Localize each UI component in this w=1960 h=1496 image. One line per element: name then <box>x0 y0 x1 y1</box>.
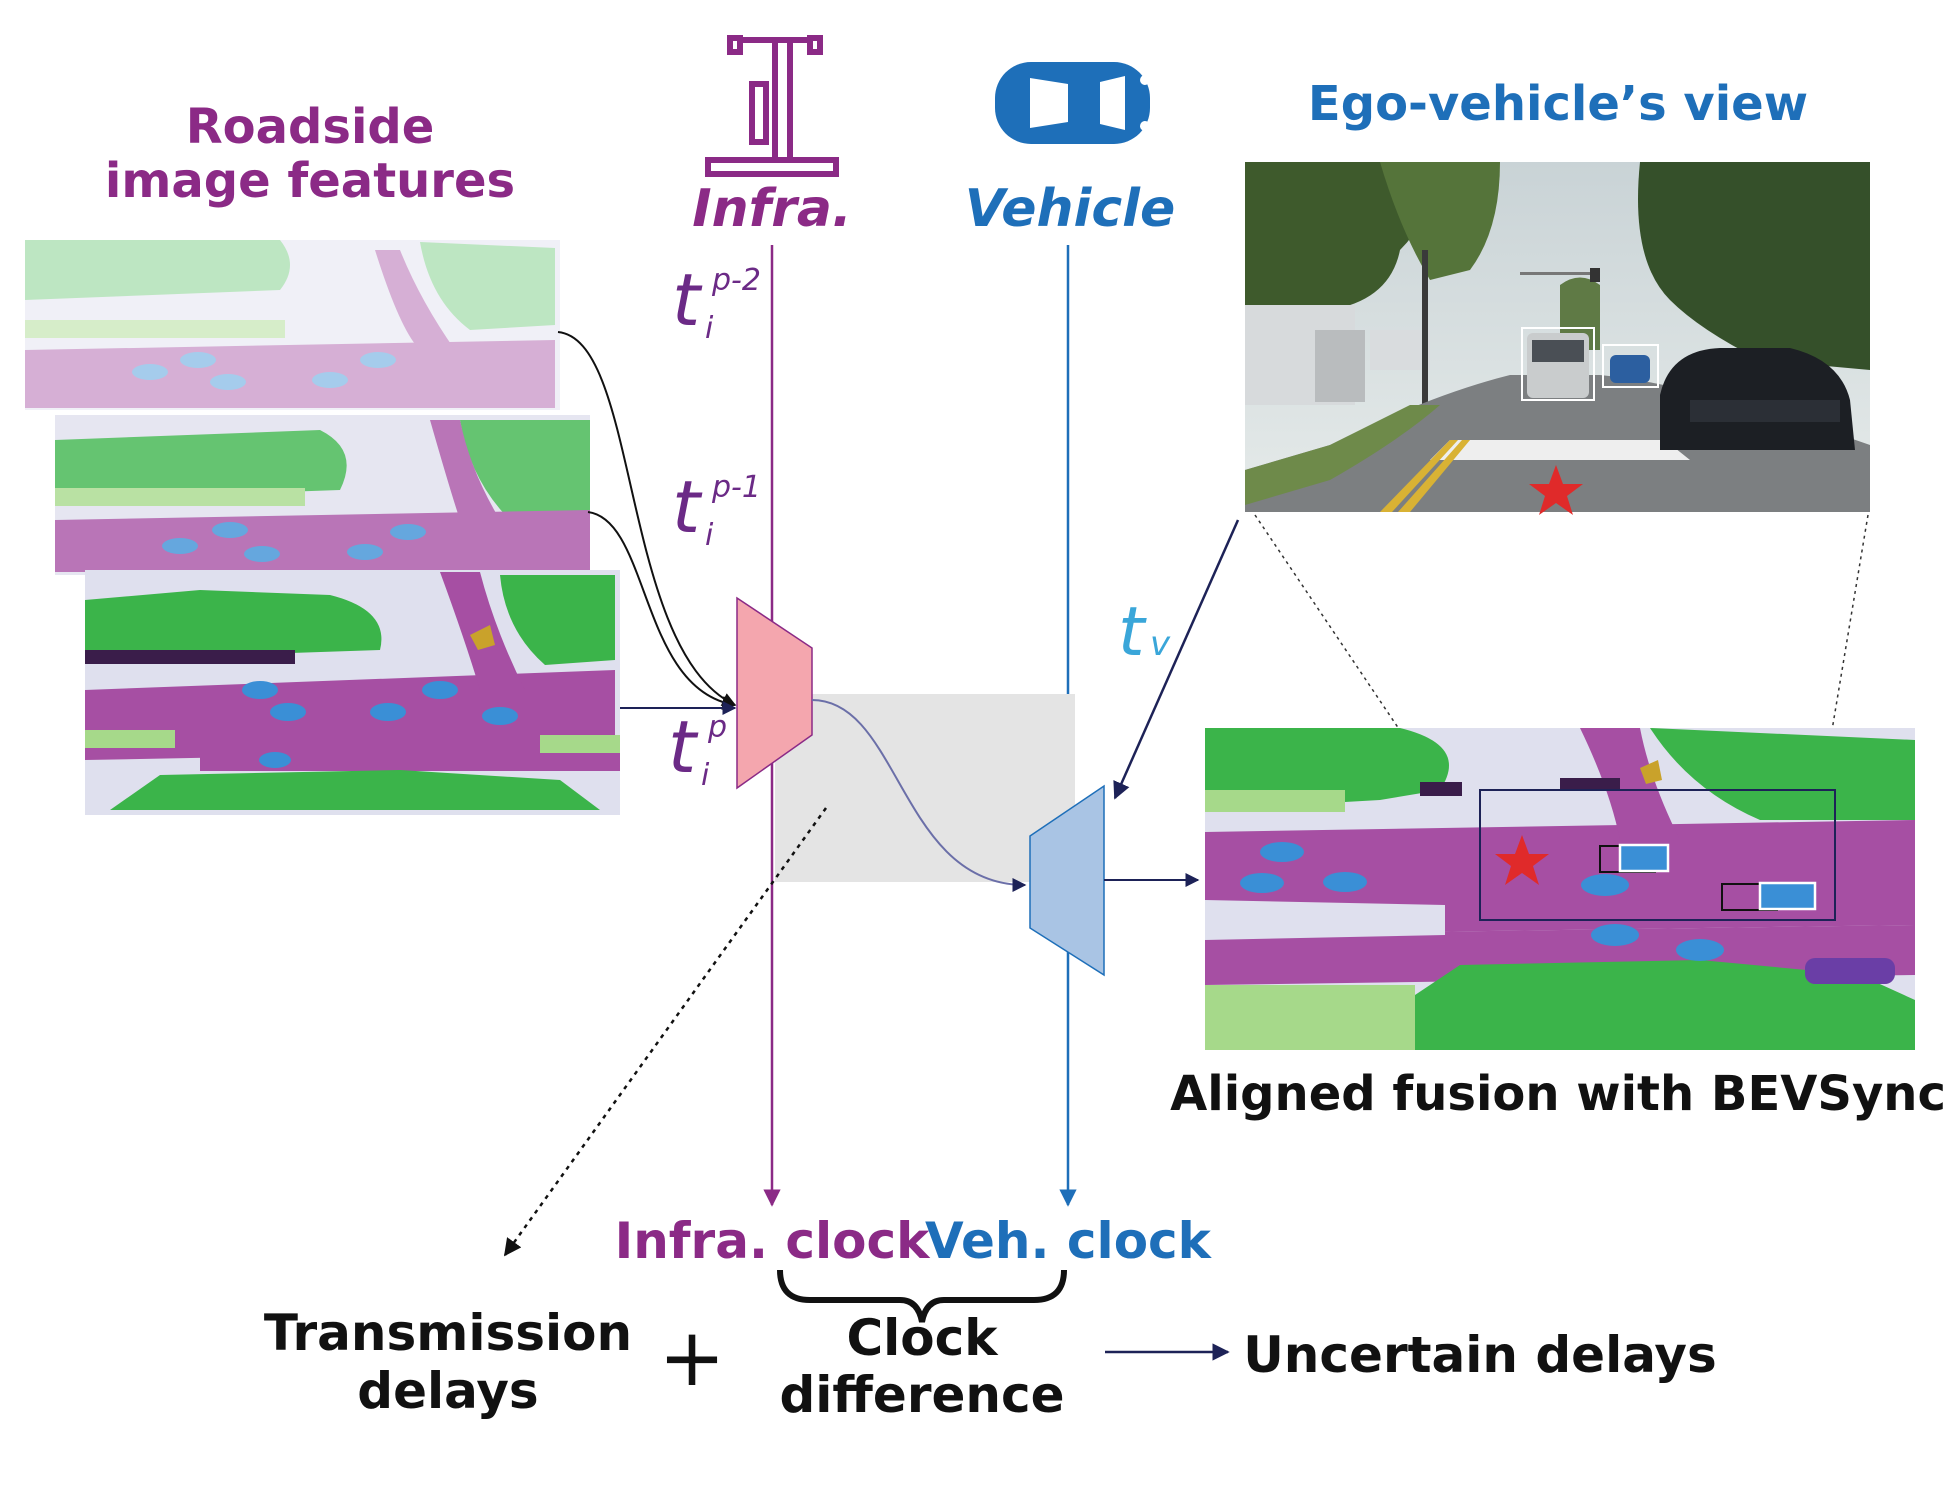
vehicle-label: Vehicle <box>965 179 1176 239</box>
timestamp-tv: t v <box>1118 593 1171 672</box>
transmission-delays-line2: delays <box>357 1362 538 1420</box>
svg-text:p-2: p-2 <box>711 263 761 298</box>
clock-difference-line2: difference <box>779 1366 1064 1424</box>
plus-sign: + <box>658 1311 725 1404</box>
uncertain-delays-label: Uncertain delays <box>1243 1326 1717 1384</box>
svg-text:i: i <box>705 518 714 553</box>
timestamp-p-2: t i p-2 <box>672 258 761 346</box>
fused-bev-map <box>1205 728 1915 1050</box>
timestamp-p-1: t i p-1 <box>672 465 761 553</box>
arrow-tv-to-fusion <box>1113 519 1240 800</box>
feature-transmission-curve <box>811 699 1027 892</box>
dotted-delay-pointer <box>503 807 828 1257</box>
svg-text:t: t <box>668 705 699 789</box>
delay-region <box>775 694 1075 882</box>
svg-text:t: t <box>672 465 703 549</box>
timestamp-p: t i p <box>668 705 727 793</box>
svg-text:t: t <box>1118 593 1147 672</box>
arrow-p-1-to-encoder <box>587 511 737 710</box>
clock-difference-line1: Clock <box>846 1309 999 1367</box>
roadside-unit-icon <box>705 35 839 177</box>
svg-text:v: v <box>1150 624 1171 664</box>
roadside-feature-map-front <box>85 570 620 815</box>
fused-reference-star-icon <box>1495 835 1549 885</box>
infra-encoder <box>736 596 813 790</box>
svg-text:p-1: p-1 <box>711 470 761 505</box>
roadside-feature-map-middle <box>55 415 590 575</box>
svg-text:t: t <box>672 258 703 342</box>
ego-reference-star-icon <box>1529 465 1583 515</box>
ego-camera-image <box>1245 162 1870 515</box>
car-top-view-icon <box>995 62 1150 144</box>
svg-text:i: i <box>705 311 714 346</box>
roadside-title-line1: Roadside <box>186 99 435 155</box>
roadside-feature-map-back <box>25 240 560 410</box>
svg-text:p: p <box>707 710 727 745</box>
aligned-fusion-caption: Aligned fusion with BEVSync <box>1170 1066 1946 1122</box>
clock-brace <box>777 1269 1067 1323</box>
ego-view-title: Ego-vehicle’s view <box>1308 76 1808 132</box>
vehicle-fusion-module <box>1029 784 1105 977</box>
roadside-title-line2: image features <box>105 153 515 209</box>
svg-text:i: i <box>701 758 710 793</box>
arrow-p-2-to-encoder <box>557 331 737 706</box>
transmission-delays-line1: Transmission <box>264 1304 632 1362</box>
infra-clock-label: Infra. clock <box>615 1212 932 1270</box>
infra-label: Infra. <box>692 179 851 239</box>
veh-clock-label: Veh. clock <box>925 1212 1213 1270</box>
